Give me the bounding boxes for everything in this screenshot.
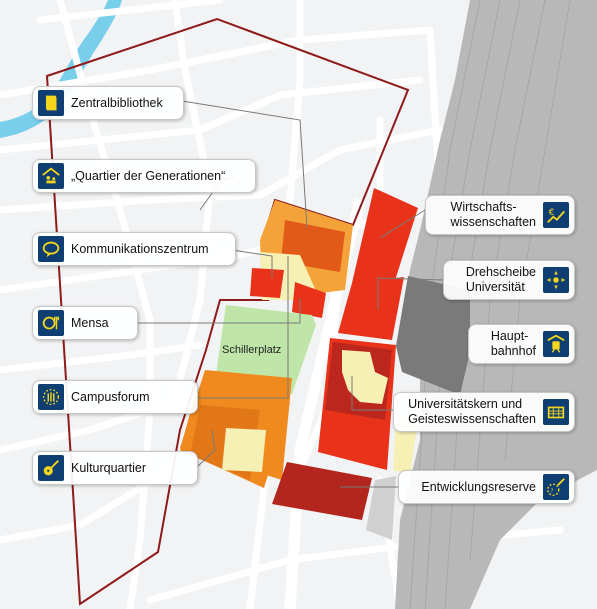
label-drehscheibe-line1: Drehscheibe: [465, 265, 536, 279]
block-entwicklung: [272, 462, 372, 520]
river: [0, 0, 122, 138]
label-entwicklungsreserve[interactable]: Entwicklungsreserve ?: [398, 470, 575, 504]
violin-icon: [38, 455, 64, 481]
label-zentralbibliothek-text: Zentralbibliothek: [71, 96, 163, 110]
book-icon: [38, 90, 64, 116]
schillerplatz: [214, 305, 316, 394]
label-hauptbahnhof[interactable]: Haupt-bahnhof: [468, 324, 575, 364]
building-kultur: [222, 428, 266, 472]
compass-arrows-icon: [543, 267, 569, 293]
label-wirtschaftswissenschaften[interactable]: Wirtschafts-wissenschaften €: [425, 195, 575, 235]
strip-gray-east: [366, 476, 396, 540]
forum-icon: [38, 384, 64, 410]
label-wirtschaft-line2: wissenschaften: [450, 215, 536, 229]
strip-cream-east: [393, 420, 418, 475]
euro-chart-icon: €: [543, 202, 569, 228]
label-hauptbahnhof-line1: Haupt-: [490, 329, 529, 343]
label-mensa[interactable]: Mensa: [32, 306, 138, 340]
label-kommunikationszentrum[interactable]: Kommunikationszentrum: [32, 232, 236, 266]
building-icon: [543, 399, 569, 425]
house-people-icon: [38, 163, 64, 189]
label-quartier-der-generationen[interactable]: „Quartier der Generationen“: [32, 159, 256, 193]
schillerplatz-label: Schillerplatz: [222, 344, 282, 356]
label-campusforum-text: Campusforum: [71, 390, 150, 404]
label-zentralbibliothek[interactable]: Zentralbibliothek: [32, 86, 184, 120]
station-building: [396, 276, 470, 395]
rail-area: [395, 0, 597, 609]
train-icon: [543, 331, 569, 357]
label-kommunikation-text: Kommunikationszentrum: [71, 242, 209, 256]
svg-text:?: ?: [551, 489, 554, 495]
label-wirtschaft-line1: Wirtschafts-: [450, 200, 517, 214]
label-quartier-text: „Quartier der Generationen“: [71, 169, 226, 183]
label-mensa-text: Mensa: [71, 316, 109, 330]
block-drehscheibe: [338, 277, 404, 340]
reserve-icon: ?: [543, 474, 569, 500]
label-uni-kern-line2: Geisteswissenschaften: [408, 412, 536, 426]
label-hauptbahnhof-text: Haupt-bahnhof: [484, 329, 543, 359]
speech-bubble-icon: [38, 236, 64, 262]
label-hauptbahnhof-line2: bahnhof: [490, 344, 536, 358]
svg-text:€: €: [549, 207, 555, 218]
label-kulturquartier-text: Kulturquartier: [71, 461, 147, 475]
label-entwicklung-text: Entwicklungsreserve: [421, 480, 536, 494]
plate-cutlery-icon: [38, 310, 64, 336]
label-wirtschaft-text: Wirtschafts-wissenschaften: [444, 200, 543, 230]
label-campusforum[interactable]: Campusforum: [32, 380, 198, 414]
block-wirtschaft: [352, 188, 418, 290]
leader-lines: [138, 100, 468, 488]
block-kommunikation: [250, 268, 284, 298]
building-uni-core: [342, 350, 388, 404]
label-drehscheibe-line2: Universität: [465, 280, 525, 294]
label-kulturquartier[interactable]: Kulturquartier: [32, 451, 198, 485]
label-uni-kern-line1: Universitätskern und: [408, 397, 523, 411]
